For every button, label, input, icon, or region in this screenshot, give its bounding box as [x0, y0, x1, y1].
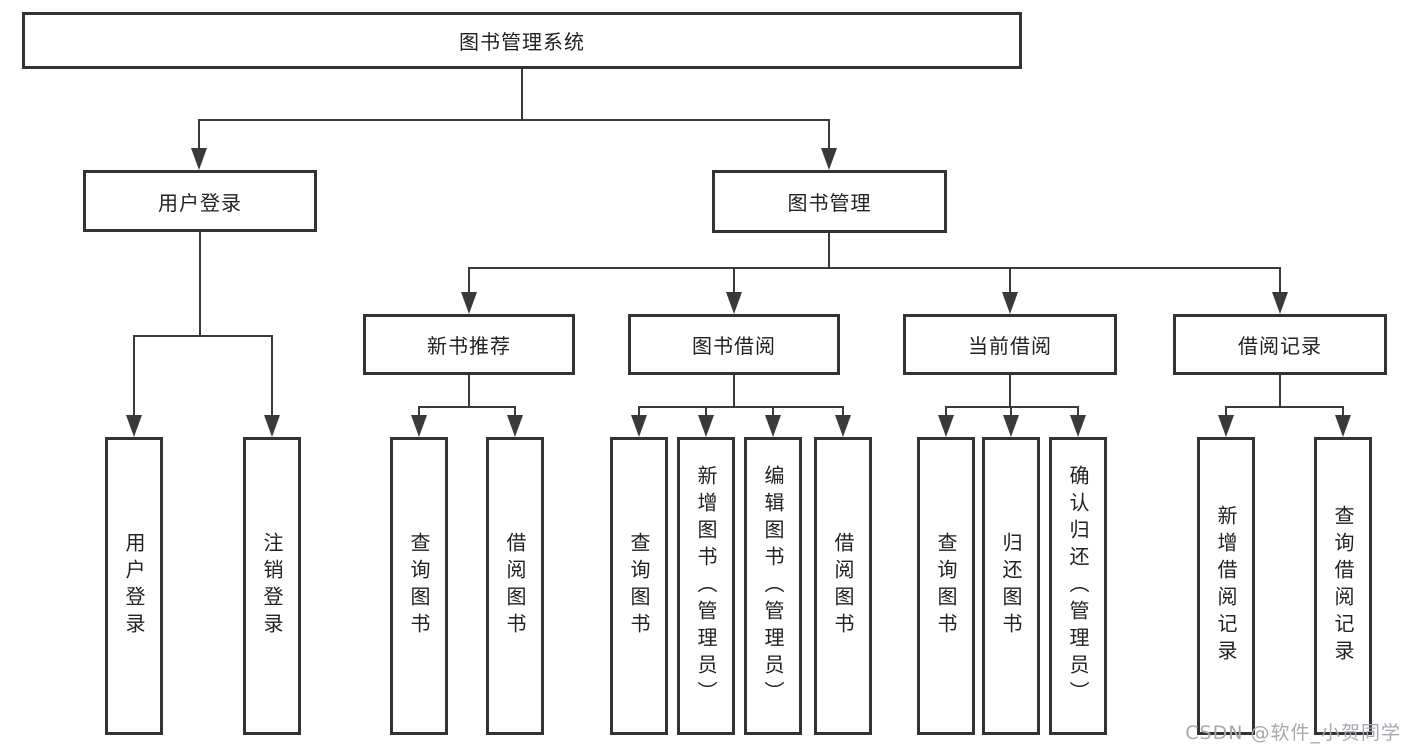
leaf-query-books-recommend: 查询图书: [390, 437, 448, 735]
connector-line: [468, 267, 1281, 269]
node-user-login: 用户登录: [83, 170, 317, 232]
leaf-borrow-books-recommend-label: 借阅图书: [503, 532, 527, 640]
leaf-borrow-books-borrowing: 借阅图书: [814, 437, 872, 735]
connector-line: [828, 233, 830, 269]
arrowhead-down: [1218, 415, 1234, 437]
connector-line: [945, 406, 1079, 408]
node-book-borrowing-label: 图书借阅: [692, 334, 776, 358]
leaf-user-login: 用户登录: [105, 437, 163, 735]
leaf-query-borrow-record: 查询借阅记录: [1314, 437, 1372, 735]
connector-line: [733, 375, 735, 408]
leaf-confirm-return-admin: 确认归还（管理员）: [1049, 437, 1107, 735]
connector-line: [514, 406, 516, 418]
connector-line: [1225, 406, 1344, 408]
leaf-borrow-books-recommend: 借阅图书: [486, 437, 544, 735]
connector-line: [705, 406, 707, 418]
leaf-logout: 注销登录: [243, 437, 301, 735]
arrowhead-down: [698, 415, 714, 437]
arrowhead-down: [765, 415, 781, 437]
connector-line: [418, 406, 516, 408]
node-current-borrowing: 当前借阅: [903, 314, 1117, 375]
connector-line: [133, 335, 135, 417]
node-borrowing-records: 借阅记录: [1173, 314, 1387, 375]
node-root-label: 图书管理系统: [459, 30, 585, 54]
arrowhead-down: [1002, 292, 1018, 314]
leaf-query-books-current: 查询图书: [917, 437, 975, 735]
arrowhead-down: [126, 415, 142, 437]
arrowhead-down: [1003, 415, 1019, 437]
connector-line: [468, 375, 470, 408]
connector-line: [198, 119, 200, 148]
connector-line: [1279, 267, 1281, 292]
leaf-query-borrow-record-label: 查询借阅记录: [1331, 505, 1355, 667]
node-current-borrowing-label: 当前借阅: [968, 334, 1052, 358]
leaf-edit-books-admin: 编辑图书（管理员）: [744, 437, 802, 735]
connector-line: [1077, 406, 1079, 418]
connector-line: [418, 406, 420, 418]
leaf-add-borrow-record-label: 新增借阅记录: [1214, 505, 1238, 667]
node-new-book-recommend: 新书推荐: [363, 314, 575, 375]
leaf-logout-label: 注销登录: [260, 532, 284, 640]
leaf-query-books-borrowing-label: 查询图书: [627, 532, 651, 640]
arrowhead-down: [191, 148, 207, 170]
connector-line: [638, 406, 640, 418]
connector-line: [1279, 375, 1281, 408]
leaf-query-books-recommend-label: 查询图书: [407, 532, 431, 640]
leaf-add-books-admin: 新增图书（管理员）: [677, 437, 735, 735]
arrowhead-down: [821, 148, 837, 170]
arrowhead-down: [726, 292, 742, 314]
leaf-return-books: 归还图书: [982, 437, 1040, 735]
arrowhead-down: [938, 415, 954, 437]
connector-line: [733, 267, 735, 292]
arrowhead-down: [835, 415, 851, 437]
leaf-add-borrow-record: 新增借阅记录: [1197, 437, 1255, 735]
connector-line: [1009, 375, 1011, 408]
node-book-borrowing: 图书借阅: [628, 314, 840, 375]
connector-line: [1225, 406, 1227, 418]
arrowhead-down: [411, 415, 427, 437]
leaf-return-books-label: 归还图书: [999, 532, 1023, 640]
connector-line: [468, 267, 470, 292]
leaf-edit-books-admin-label: 编辑图书（管理员）: [761, 464, 785, 708]
leaf-add-books-admin-label: 新增图书（管理员）: [694, 464, 718, 708]
connector-line: [638, 406, 844, 408]
node-book-management-label: 图书管理: [787, 191, 872, 215]
leaf-confirm-return-admin-label: 确认归还（管理员）: [1066, 464, 1090, 708]
connector-line: [1010, 406, 1012, 418]
connector-line: [1009, 267, 1011, 292]
arrowhead-down: [1335, 415, 1351, 437]
node-book-management: 图书管理: [712, 170, 947, 233]
arrowhead-down: [264, 415, 280, 437]
leaf-borrow-books-borrowing-label: 借阅图书: [831, 532, 855, 640]
connector-line: [521, 69, 523, 120]
leaf-query-books-borrowing: 查询图书: [610, 437, 668, 735]
node-new-book-recommend-label: 新书推荐: [427, 334, 511, 358]
connector-line: [772, 406, 774, 418]
connector-line: [133, 335, 273, 337]
connector-line: [198, 119, 830, 121]
arrowhead-down: [461, 292, 477, 314]
arrowhead-down: [507, 415, 523, 437]
leaf-query-books-current-label: 查询图书: [934, 532, 958, 640]
node-root: 图书管理系统: [22, 12, 1022, 69]
arrowhead-down: [631, 415, 647, 437]
arrowhead-down: [1272, 292, 1288, 314]
leaf-user-login-label: 用户登录: [122, 532, 146, 640]
connector-line: [842, 406, 844, 418]
connector-line: [1342, 406, 1344, 418]
csdn-watermark: CSDN @软件_小贺同学: [1185, 722, 1401, 744]
arrowhead-down: [1070, 415, 1086, 437]
connector-line: [199, 232, 201, 336]
connector-line: [945, 406, 947, 418]
connector-line: [271, 335, 273, 417]
node-borrowing-records-label: 借阅记录: [1238, 334, 1322, 358]
node-user-login-label: 用户登录: [158, 190, 242, 215]
connector-line: [828, 119, 830, 148]
